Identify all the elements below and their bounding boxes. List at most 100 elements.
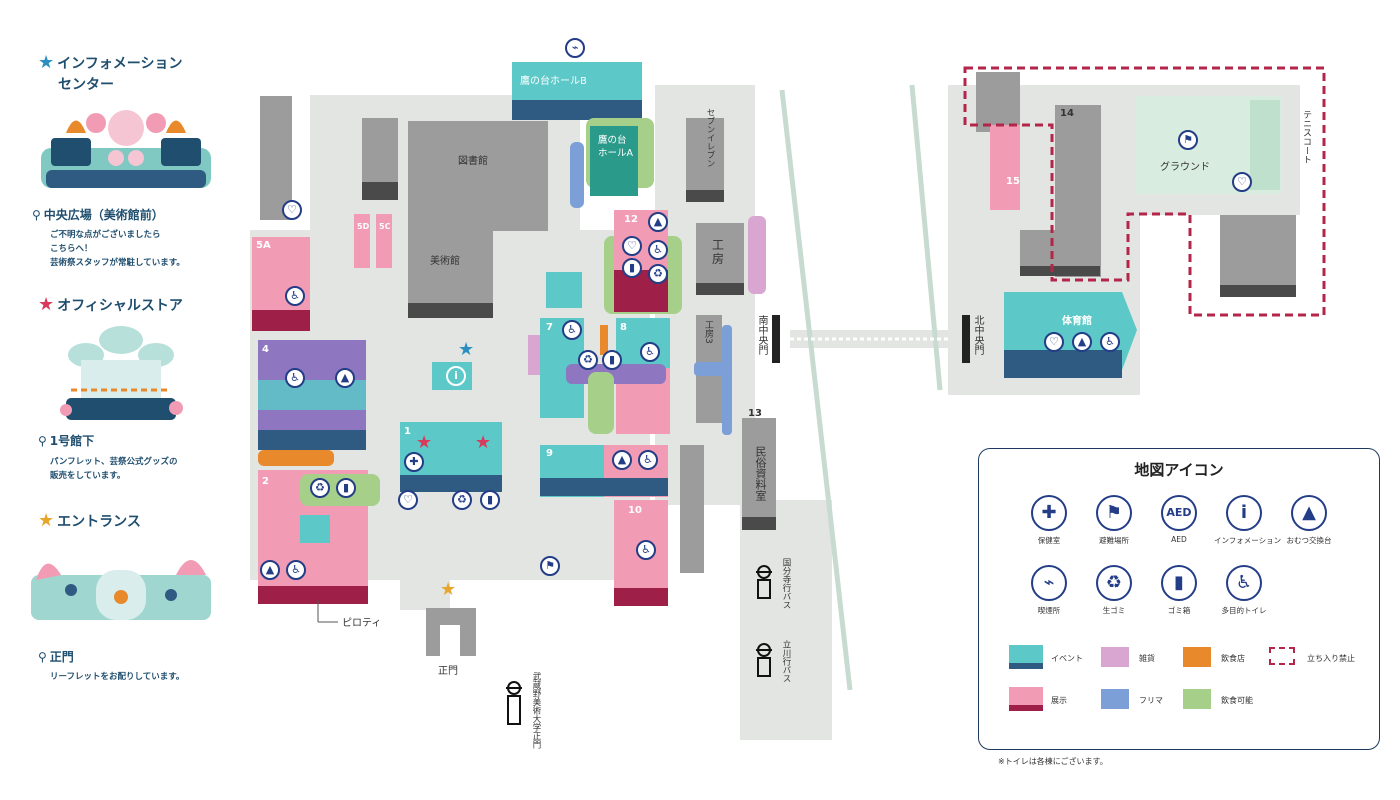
sidebar: ★インフォメーション センター ⚲中央広場（美術館前） ご不明な点がございました… xyxy=(0,0,240,800)
building-number: 7 xyxy=(546,322,553,333)
hall-b-shadow xyxy=(512,100,642,120)
gym-label[interactable]: 体育館 xyxy=(1062,316,1092,327)
smoking-icon: ⌁ xyxy=(1031,565,1067,601)
ground-label[interactable]: グラウンド xyxy=(1160,162,1210,173)
swatch-food-shop xyxy=(1183,647,1211,667)
hall-b-label[interactable]: 鷹の台ホールB xyxy=(520,76,587,87)
wheelchair-icon[interactable]: ♿ xyxy=(562,320,582,340)
swatch-exhibit-label: 展示 xyxy=(1051,696,1067,705)
wheelchair-icon[interactable]: ♿ xyxy=(1100,332,1120,352)
compost-icon[interactable]: ♻ xyxy=(578,350,598,370)
trash-icon[interactable]: ▮ xyxy=(622,258,642,278)
wheelchair-icon[interactable]: ♿ xyxy=(285,368,305,388)
compost-icon[interactable]: ♻ xyxy=(310,478,330,498)
main-gate-label[interactable]: 正門 xyxy=(438,666,458,677)
south-gate-pillar xyxy=(772,315,780,363)
goods-area xyxy=(528,335,540,375)
wheelchair-icon[interactable]: ♿ xyxy=(286,560,306,580)
building-5d xyxy=(354,214,370,268)
wheelchair-icon[interactable]: ♿ xyxy=(638,450,658,470)
diaper-icon[interactable]: ▲ xyxy=(260,560,280,580)
compost-icon[interactable]: ♻ xyxy=(452,490,472,510)
diaper-icon[interactable]: ▲ xyxy=(648,212,668,232)
evacuation-icon[interactable]: ⚑ xyxy=(540,556,560,576)
wheelchair-icon[interactable]: ♿ xyxy=(636,540,656,560)
tennis-court xyxy=(1250,100,1280,190)
aed-icon[interactable]: ♡ xyxy=(622,236,642,256)
gate-opening xyxy=(440,625,460,657)
wheelchair-icon[interactable]: ♿ xyxy=(285,286,305,306)
event-block xyxy=(546,272,582,308)
smoking-icon[interactable]: ⌁ xyxy=(565,38,585,58)
workshop3-label[interactable]: 工房3 xyxy=(703,320,713,344)
library-label[interactable]: 図書館 xyxy=(458,156,488,167)
info-icon[interactable]: i xyxy=(446,366,466,386)
evacuation-icon[interactable]: ⚑ xyxy=(1178,130,1198,150)
building-number: 5A xyxy=(256,240,271,251)
entrance-title: ★エントランス xyxy=(38,510,141,531)
swatch-no-entry xyxy=(1269,647,1295,665)
goods-strip xyxy=(748,216,766,294)
building-5c xyxy=(376,214,392,268)
seven-eleven-label[interactable]: セブンイレブン xyxy=(705,108,715,168)
trash-icon[interactable]: ▮ xyxy=(336,478,356,498)
swatch-goods-label: 雑貨 xyxy=(1139,654,1155,663)
food-shop-area xyxy=(258,450,334,466)
diaper-icon[interactable]: ▲ xyxy=(335,368,355,388)
swatch-event-label: イベント xyxy=(1051,654,1083,663)
building-15 xyxy=(990,125,1020,210)
blue-star-icon: ★ xyxy=(38,52,55,73)
aed-icon[interactable]: ♡ xyxy=(1044,332,1064,352)
wheelchair-icon[interactable]: ♿ xyxy=(648,240,668,260)
bus-kokubunji-label[interactable]: 国分寺行バス xyxy=(781,558,791,609)
wheelchair-icon: ♿ xyxy=(1226,565,1262,601)
building-number: 13 xyxy=(748,408,762,419)
diaper-icon[interactable]: ▲ xyxy=(1072,332,1092,352)
aed-icon[interactable]: ♡ xyxy=(282,200,302,220)
trash-icon[interactable]: ▮ xyxy=(602,350,622,370)
bus-stop-musabi xyxy=(506,681,522,725)
road-line xyxy=(909,84,943,391)
legend-item-evacuation: ⚑避難場所 xyxy=(1094,495,1134,546)
building-number: 10 xyxy=(628,505,642,516)
store-star-icon: ★ xyxy=(475,432,491,453)
wheelchair-icon[interactable]: ♿ xyxy=(640,342,660,362)
legend-title: 地図アイコン xyxy=(1134,461,1224,479)
diaper-icon[interactable]: ▲ xyxy=(612,450,632,470)
folk-museum-label[interactable]: 民俗資料室 xyxy=(754,446,767,501)
building-number: 4 xyxy=(262,344,269,355)
swatch-event xyxy=(1009,645,1043,669)
store-star-icon: ★ xyxy=(416,432,432,453)
workshop-label[interactable]: 工房 xyxy=(712,238,725,266)
bus-musabi-label[interactable]: 武蔵野美術大学正門 xyxy=(531,672,541,749)
bus-stop-kokubunji xyxy=(756,565,772,599)
flea-strip xyxy=(694,362,724,376)
info-center-location: ⚲中央広場（美術館前） xyxy=(32,208,164,222)
entrance-location: ⚲正門 xyxy=(38,650,74,664)
building-number: 12 xyxy=(624,214,638,225)
south-gate-label[interactable]: 南中央門 xyxy=(756,315,767,355)
building-9-shadow xyxy=(540,478,668,496)
food-stall xyxy=(600,325,608,355)
compost-icon[interactable]: ♻ xyxy=(648,264,668,284)
pin-icon: ⚲ xyxy=(32,208,41,222)
entrance-illustration xyxy=(31,560,211,620)
bus-tachikawa-label[interactable]: 立川行バス xyxy=(781,640,791,683)
north-gate-label[interactable]: 北中央門 xyxy=(972,315,983,355)
hall-a xyxy=(590,126,638,196)
gray-buildings xyxy=(260,72,1296,656)
tennis-label[interactable]: テニスコート xyxy=(1301,110,1311,164)
toilet-note: ※トイレは各棟にございます。 xyxy=(998,757,1108,766)
museum-label[interactable]: 美術館 xyxy=(430,256,460,267)
evacuation-icon: ⚑ xyxy=(1096,495,1132,531)
cross-icon[interactable]: ✚ xyxy=(404,452,424,472)
piloti-label[interactable]: ピロティ xyxy=(342,618,382,629)
aed-icon[interactable]: ♡ xyxy=(1232,172,1252,192)
trash-icon[interactable]: ▮ xyxy=(480,490,500,510)
hall-a-label[interactable]: 鷹の台ホールA xyxy=(598,135,633,159)
aed-icon[interactable]: ♡ xyxy=(398,490,418,510)
swatch-goods xyxy=(1101,647,1129,667)
